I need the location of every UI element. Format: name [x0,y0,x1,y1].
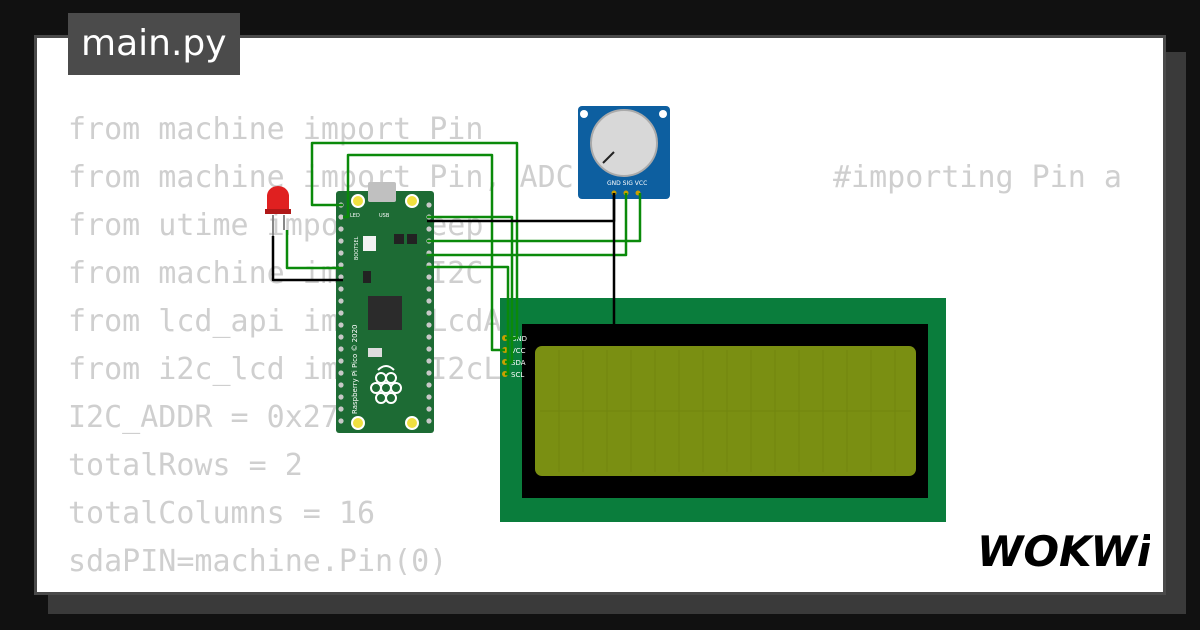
code-line: from machine import Pin, ADC [68,160,574,195]
raspberry-logo-icon [370,365,402,404]
wire [343,153,505,352]
led-label: LED [350,213,360,219]
bootsel-label: BOOTSEL [354,236,360,260]
code-line: totalColumns = 16 [68,496,376,531]
lcd-pin-label: GND [511,335,527,343]
wires [271,141,642,376]
wire [427,265,510,376]
code-preview: from machine import Pin from machine imp… [68,106,1136,592]
lcd-display[interactable] [500,298,946,522]
wire [285,230,343,270]
red-led[interactable] [265,186,291,236]
lcd-pin-label: VCC [511,347,526,355]
potentiometer-pin-label: GND SIG VCC [607,180,647,187]
code-line: I2C_ADDR = 0x27 [68,400,339,435]
wire [310,141,519,340]
wokwi-logo-text: WOKWi [977,527,1150,574]
potentiometer[interactable]: GND SIG VCC [578,106,670,199]
code-comment: #importing Pin a [833,160,1122,195]
lcd-pin-label: SDA [511,359,526,367]
wokwi-logo: WOKWi [977,527,1150,574]
code-line: sdaPIN=machine.Pin(0) [68,544,448,579]
file-name-tab[interactable]: main.py [68,13,240,75]
lcd-pin-label: SCL [511,371,524,379]
pico-board[interactable]: LED USB BOOTSEL Raspberry Pi Pico © 2020 [336,182,434,433]
board-silkscreen: Raspberry Pi Pico © 2020 [351,325,359,415]
code-line: from machine import Pin [68,112,484,147]
wire [427,193,628,257]
usb-label: USB [379,213,390,219]
wire [427,215,514,364]
code-line: totalRows = 2 [68,448,303,483]
wire [271,236,343,282]
wire [427,193,642,243]
